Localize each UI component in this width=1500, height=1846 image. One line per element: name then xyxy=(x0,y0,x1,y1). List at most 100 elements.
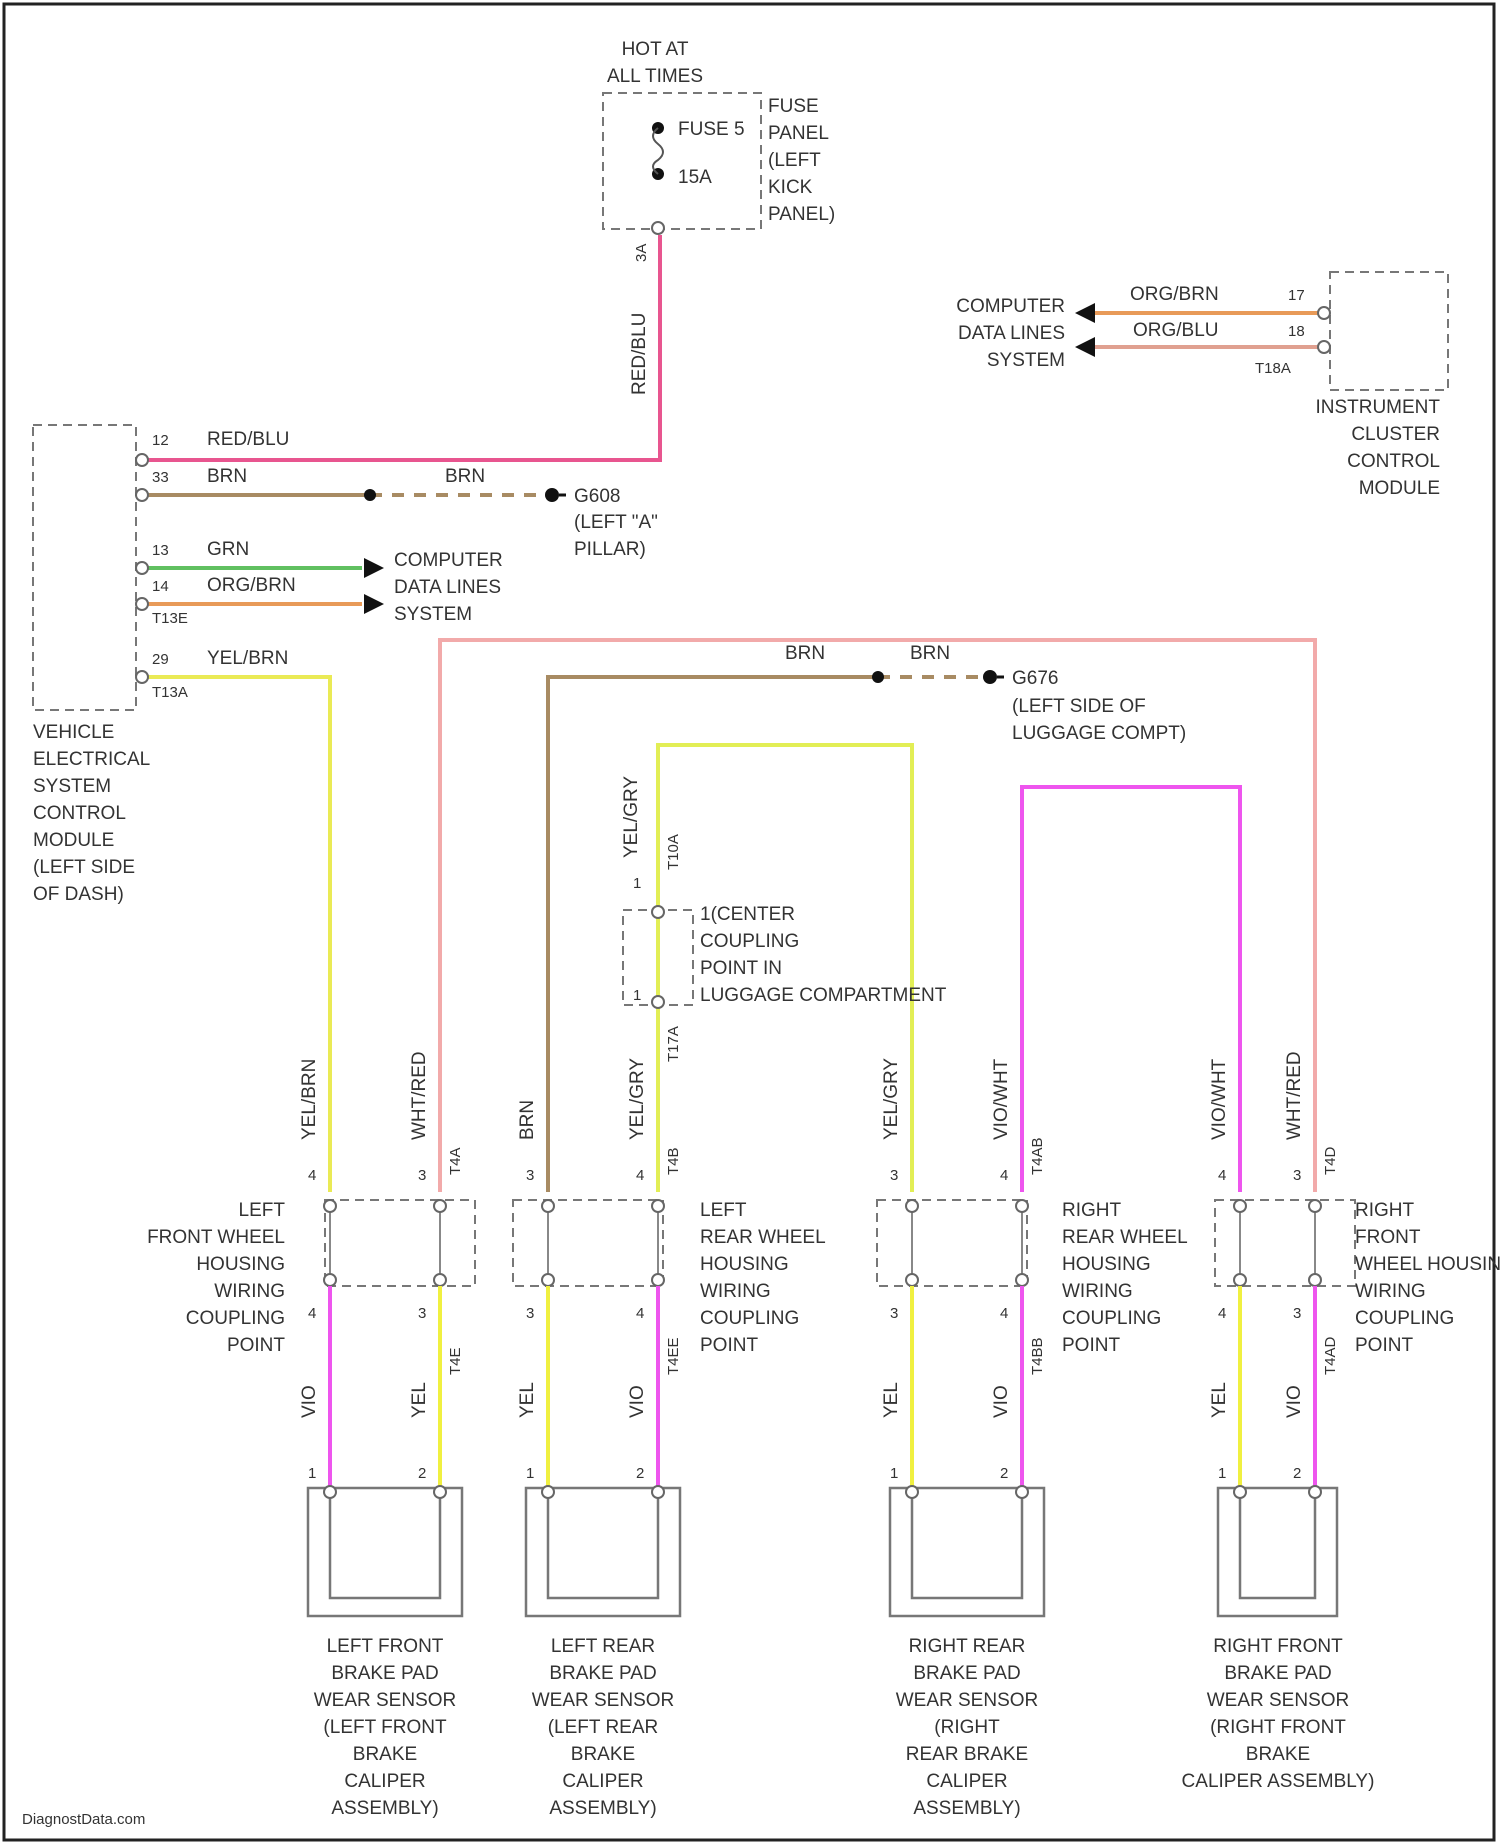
sensor-name-label-line: CALIPER xyxy=(562,1771,643,1792)
coupling-wire-top-label: VIO/WHT xyxy=(1209,1058,1230,1140)
icm-module-name-line: CLUSTER xyxy=(1351,424,1440,445)
hot-at-all-times-label-line: ALL TIMES xyxy=(607,66,703,87)
center-coupling-pin xyxy=(652,906,664,918)
coupling-point-label-line: WIRING xyxy=(214,1281,285,1302)
fuse-panel-label-line: FUSE xyxy=(768,96,819,117)
icm-module-name-line: CONTROL xyxy=(1347,451,1440,472)
vesc-pin xyxy=(136,489,148,501)
coupling-top-connector-label: T4D xyxy=(1322,1146,1339,1175)
vesc-module-box xyxy=(33,425,136,710)
icm-module-name-line: INSTRUMENT xyxy=(1315,397,1440,418)
coupling-wire-top-label: WHT/RED xyxy=(1284,1051,1305,1140)
sensor-name-label-line: BRAKE PAD xyxy=(549,1663,656,1684)
sensor-pin-label: 2 xyxy=(1000,1465,1008,1482)
data-line-arrow-icon xyxy=(1075,303,1095,323)
sensor-wire-label: VIO xyxy=(627,1385,648,1418)
sensor-name-label-line: (RIGHT xyxy=(934,1717,1000,1738)
coupling-point-label-line: COUPLING xyxy=(1355,1308,1454,1329)
coupling-point-label-line: HOUSING xyxy=(700,1254,789,1275)
icm-module-box xyxy=(1330,272,1448,390)
sensor-name-label-line: RIGHT REAR xyxy=(909,1636,1026,1657)
coupling-pin xyxy=(1016,1274,1028,1286)
sensor-wire-label: VIO xyxy=(299,1385,320,1418)
coupling-top-connector-label: T4B xyxy=(665,1147,682,1175)
sensor-loop xyxy=(912,1492,1022,1598)
icm-pin xyxy=(1318,341,1330,353)
icm-pin-18-label: 18 xyxy=(1288,323,1305,340)
splice-dot xyxy=(872,671,884,683)
coupling-point-label-line: REAR WHEEL xyxy=(1062,1227,1188,1248)
icm-module-name-line: MODULE xyxy=(1359,478,1440,499)
coupling-pin xyxy=(1234,1274,1246,1286)
coupling-pin-label: 3 xyxy=(890,1167,898,1184)
coupling-point-box xyxy=(513,1200,663,1286)
sensor-pin-label: 1 xyxy=(1218,1465,1226,1482)
coupling-point-label-line: COUPLING xyxy=(1062,1308,1161,1329)
sensor-pin-label: 2 xyxy=(418,1465,426,1482)
coupling-point-box xyxy=(877,1200,1027,1286)
sensor-name-label-line: WEAR SENSOR xyxy=(314,1690,457,1711)
coupling-pin-label: 3 xyxy=(890,1305,898,1322)
coupling-point-label-line: REAR WHEEL xyxy=(700,1227,826,1248)
sensor-name-label-line: LEFT FRONT xyxy=(327,1636,444,1657)
sensor-pin xyxy=(906,1486,918,1498)
coupling-point-label-line: WHEEL HOUSING xyxy=(1355,1254,1500,1275)
sensor-pin xyxy=(434,1486,446,1498)
sensor-name-label-line: ASSEMBLY) xyxy=(549,1798,656,1819)
coupling-wire-top-label: VIO/WHT xyxy=(991,1058,1012,1140)
coupling-point-box xyxy=(1215,1200,1355,1286)
sensor-name-label-line: CALIPER xyxy=(926,1771,1007,1792)
center-coupling-label-line: POINT IN xyxy=(700,958,782,979)
sensor-wire-label: YEL xyxy=(409,1382,430,1418)
coupling-pin-label: 3 xyxy=(526,1305,534,1322)
coupling-pin xyxy=(324,1274,336,1286)
fuse-panel-label-line: (LEFT xyxy=(768,150,821,171)
coupling-pin xyxy=(652,1200,664,1212)
vesc-module-name-line: SYSTEM xyxy=(33,776,111,797)
fuse-output-pin xyxy=(652,222,664,234)
sensor-pin-label: 2 xyxy=(1293,1465,1301,1482)
rear-ground-wire-label: BRN xyxy=(910,643,950,664)
vesc-connector-t13a-label: T13A xyxy=(152,684,188,701)
coupling-pin-label: 3 xyxy=(418,1305,426,1322)
coupling-pin xyxy=(906,1274,918,1286)
icm-data-lines-label-line: COMPUTER xyxy=(956,296,1065,317)
coupling-point-label-line: POINT xyxy=(1062,1335,1120,1356)
coupling-pin xyxy=(434,1274,446,1286)
coupling-pin xyxy=(652,1274,664,1286)
sensor-pin-label: 2 xyxy=(636,1465,644,1482)
sensor-wire-label: VIO xyxy=(1284,1385,1305,1418)
center-coupling-label-line: COUPLING xyxy=(700,931,799,952)
sensor-name-label-line: BRAKE xyxy=(571,1744,635,1765)
coupling-pin xyxy=(1309,1200,1321,1212)
center-coupling-bottom-connector: T17A xyxy=(665,1026,682,1062)
sensor-name-label-line: BRAKE PAD xyxy=(913,1663,1020,1684)
ground-g676-label: G676 xyxy=(1012,668,1058,689)
coupling-wire-top-label: YEL/GRY xyxy=(627,1058,648,1140)
coupling-point-label-line: WIRING xyxy=(1355,1281,1426,1302)
sensor-name-label-line: WEAR SENSOR xyxy=(1207,1690,1350,1711)
coupling-point-label-line: FRONT WHEEL xyxy=(147,1227,285,1248)
fuse-panel-label-line: PANEL) xyxy=(768,204,835,225)
sensor-name-label-line: BRAKE xyxy=(1246,1744,1310,1765)
coupling-wire-top-label: WHT/RED xyxy=(409,1051,430,1140)
sensor-pin xyxy=(324,1486,336,1498)
coupling-point-label-line: POINT xyxy=(700,1335,758,1356)
fuse-panel-label-line: KICK xyxy=(768,177,813,198)
center-coupling-top-connector: T10A xyxy=(665,834,682,870)
center-coupling-pin-label: 1 xyxy=(633,875,641,892)
coupling-point-label-line: COUPLING xyxy=(186,1308,285,1329)
vesc-module-name-line: CONTROL xyxy=(33,803,126,824)
coupling-wire-top-label: YEL/BRN xyxy=(299,1059,320,1140)
sensor-name-label-line: WEAR SENSOR xyxy=(532,1690,675,1711)
sensor-pin xyxy=(1234,1486,1246,1498)
vesc-data-lines-label-line: DATA LINES xyxy=(394,577,501,598)
sensor-pin xyxy=(1309,1486,1321,1498)
sensor-pin-label: 1 xyxy=(526,1465,534,1482)
coupling-pin xyxy=(324,1200,336,1212)
data-line-arrow-icon xyxy=(1075,337,1095,357)
coupling-pin xyxy=(906,1200,918,1212)
ground-g608-label: G608 xyxy=(574,486,620,507)
coupling-bottom-connector-label: T4BB xyxy=(1029,1337,1046,1375)
coupling-point-label-line: POINT xyxy=(227,1335,285,1356)
